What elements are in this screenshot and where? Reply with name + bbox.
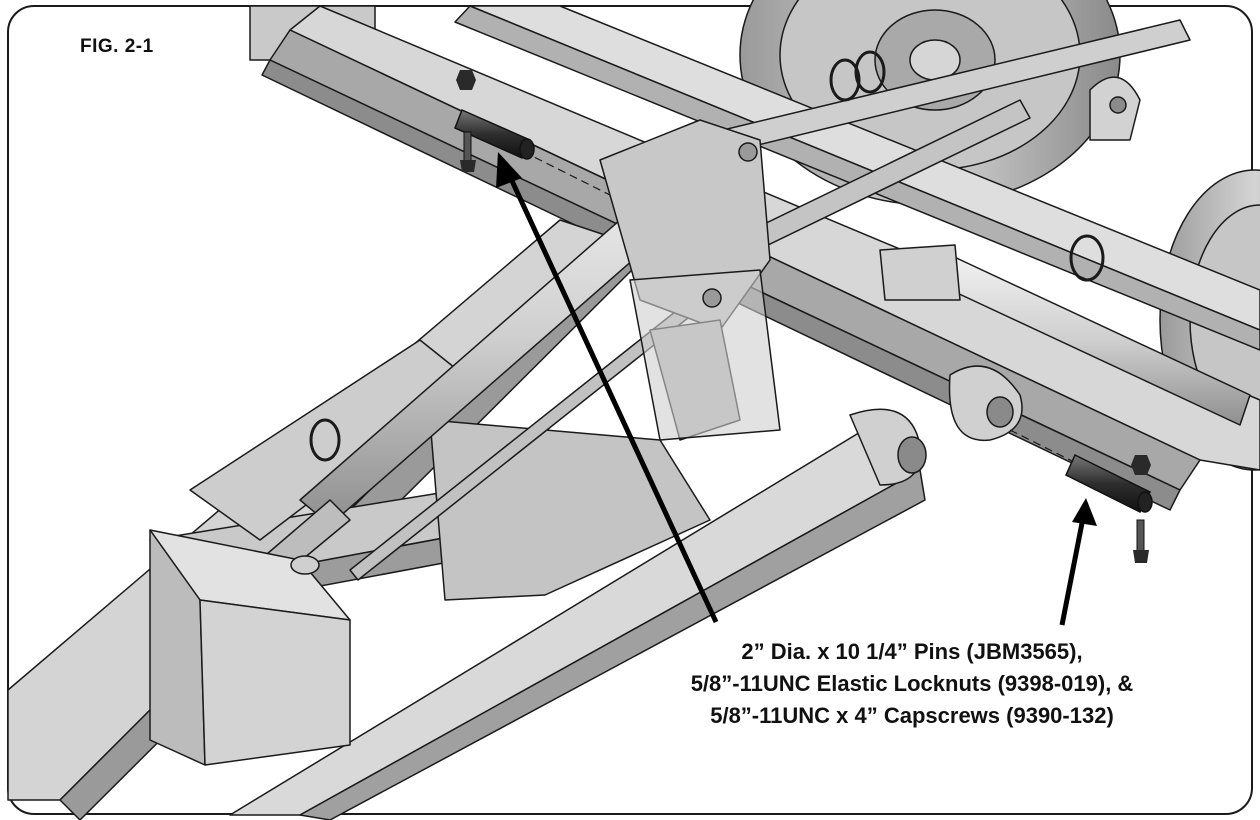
wing-cylinder bbox=[879, 244, 1251, 426]
callout-caption: 2” Dia. x 10 1/4” Pins (JBM3565), 5/8”-1… bbox=[612, 636, 1212, 732]
leader-arrow-lower bbox=[1059, 498, 1097, 626]
capscrew-lower bbox=[1133, 519, 1149, 563]
capscrew-upper bbox=[460, 131, 476, 172]
pin-lower bbox=[1065, 453, 1153, 514]
leader-arrow-upper bbox=[496, 152, 719, 624]
locknut-upper bbox=[456, 70, 476, 90]
locknut-lower bbox=[1131, 455, 1151, 475]
callout-line-locknuts: 5/8”-11UNC Elastic Locknuts (9398-019), … bbox=[690, 671, 1134, 696]
callout-line-pins: 2” Dia. x 10 1/4” Pins (JBM3565), bbox=[741, 639, 1083, 664]
figure-label: FIG. 2-1 bbox=[80, 36, 154, 57]
reservoir-box bbox=[149, 529, 351, 766]
alignment-line-lower bbox=[1009, 429, 1091, 471]
center-bracket bbox=[599, 119, 781, 441]
pin-upper bbox=[454, 108, 535, 160]
machine-assembly bbox=[7, 0, 1260, 820]
callout-line-capscrews: 5/8”-11UNC x 4” Capscrews (9390-132) bbox=[710, 703, 1114, 728]
